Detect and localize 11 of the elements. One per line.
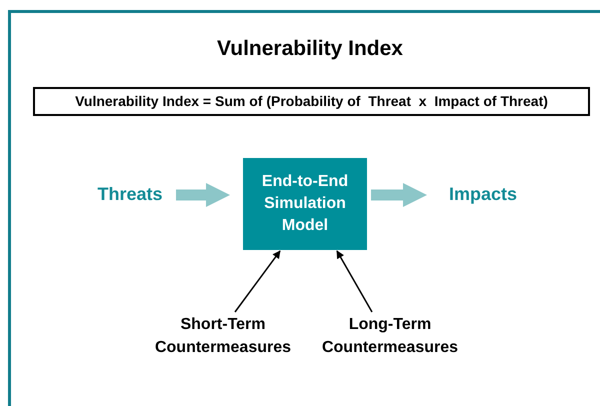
process-box: End-to-End Simulation Model — [243, 158, 367, 250]
input-label: Short-Term Countermeasures — [138, 313, 308, 359]
output-label: Impacts — [440, 180, 526, 208]
arrow — [371, 182, 428, 208]
arrow — [234, 250, 281, 312]
arrow — [176, 182, 230, 208]
arrow — [336, 250, 373, 312]
formula-box: Vulnerability Index = Sum of (Probability of Threat x Impact of Threat) — [33, 87, 590, 116]
input-label: Long-Term Countermeasures — [305, 313, 475, 359]
input-label: Threats — [88, 180, 172, 208]
title: Vulnerability Index — [216, 36, 404, 62]
